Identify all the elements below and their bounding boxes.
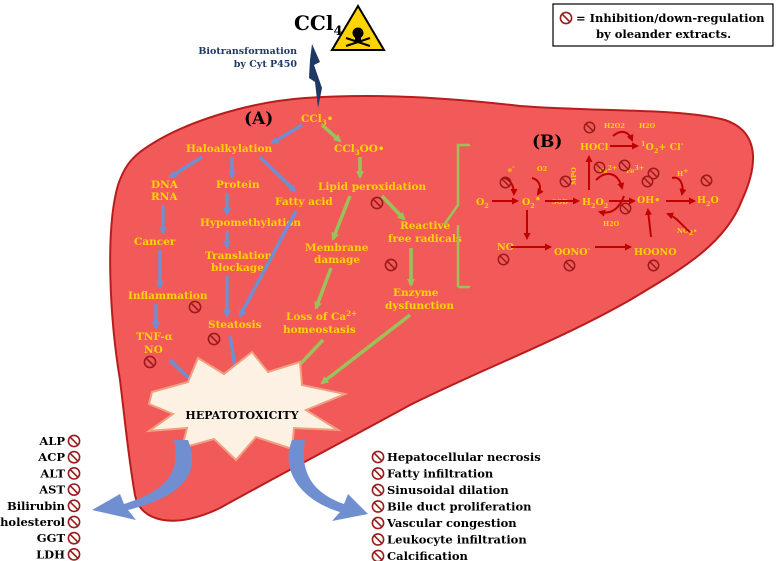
fatty-acid-label: Fatty acid xyxy=(275,196,333,208)
steatosis-label: Steatosis xyxy=(208,319,262,331)
no2-label: NO2• xyxy=(677,227,697,237)
inhibition-icon xyxy=(371,549,385,561)
histopathology-item: Hepatocellular necrosis xyxy=(387,450,541,464)
cancer-label: Cancer xyxy=(134,236,176,248)
inhibition-icon xyxy=(67,499,81,513)
inhibition-icon xyxy=(371,533,385,546)
inhibition-icon xyxy=(67,531,81,545)
hepatotoxicity-burst: HEPATOTOXICITY xyxy=(145,350,349,462)
histopathology-item: Calcification xyxy=(387,549,469,561)
no-label: NO xyxy=(144,344,163,356)
inhibition-icon xyxy=(67,483,81,497)
svg-text:by Cyt P450: by Cyt P450 xyxy=(234,59,298,70)
inflammation-label: Inflammation xyxy=(128,290,208,302)
inhibition-icon xyxy=(67,515,81,529)
loss-ca-label: Loss of Ca2+ xyxy=(286,309,357,323)
singlet-oxygen-node: 1O2+ Cl- xyxy=(641,140,684,155)
svg-text:Biotransformation: Biotransformation xyxy=(198,46,297,57)
inhibition-icon xyxy=(67,450,81,464)
free-radicals-label: free radicals xyxy=(388,233,462,245)
dna-label: DNA xyxy=(151,179,179,191)
protein-label: Protein xyxy=(216,179,260,191)
inhibition-icon xyxy=(371,500,385,513)
hazard-icon xyxy=(330,4,386,51)
biochemical-marker: Cholesterol xyxy=(0,515,66,529)
o2-node: O2 xyxy=(476,197,489,210)
tnf-alpha-label: TNF-α xyxy=(136,331,173,343)
biochemical-marker: ALP xyxy=(38,434,65,448)
reactive-label: Reactive xyxy=(400,220,451,232)
biochemical-marker: LDH xyxy=(36,547,65,561)
hoono-node: HOONO xyxy=(634,247,677,258)
biotransformation-label: Biotransformation by Cyt P450 xyxy=(198,46,297,70)
translation-label: Translation xyxy=(205,250,273,262)
ccl3oo-radical: CCl3OO• xyxy=(334,143,385,157)
enzyme-label: Enzyme xyxy=(393,287,439,299)
legend-box: = Inhibition/down-regulation by oleander… xyxy=(552,3,774,47)
peroxynitrite-node: OONO- xyxy=(554,245,591,258)
panel-a-label: (A) xyxy=(244,109,273,129)
biochemical-arrow xyxy=(92,440,193,520)
lightning-bolt-icon xyxy=(309,44,322,108)
electron-label: e- xyxy=(508,163,515,174)
svg-text:by oleander extracts.: by oleander extracts. xyxy=(596,27,731,41)
histopathology-item: Bile duct proliferation xyxy=(387,500,532,514)
water-node: H2O xyxy=(697,195,719,208)
svg-text:CCl4: CCl4 xyxy=(294,11,342,39)
histopathology-item: Sinusoidal dilation xyxy=(387,483,509,497)
inhibition-icon xyxy=(67,434,81,448)
blockage-label: blockage xyxy=(211,262,264,274)
fe3-label: Fe3+ xyxy=(626,164,644,175)
small-h2o2-label: H2O2 xyxy=(604,122,625,130)
ccl4-label: CCl4 xyxy=(294,11,342,39)
inhibition-icon xyxy=(371,450,385,464)
h2o2-node: H2O2 xyxy=(582,197,608,210)
rna-label: RNA xyxy=(151,191,178,203)
ros-arrows xyxy=(492,130,696,251)
small-h2o-label-a: H2O xyxy=(639,122,656,130)
inhibition-icon xyxy=(371,516,385,530)
superoxide-node: O2• xyxy=(522,194,541,210)
svg-text:HEPATOTOXICITY: HEPATOTOXICITY xyxy=(185,409,298,422)
inhibition-icon xyxy=(67,466,81,480)
membrane-label: Membrane xyxy=(305,242,369,254)
histopathology-item: Fatty infiltration xyxy=(387,467,494,481)
biochemical-marker: ACP xyxy=(37,450,65,464)
hypomethylation-label: Hypomethylation xyxy=(200,217,301,229)
biochemical-markers-list: ALP ACP ALT AST BilirubinCholesterolGGT LDH xyxy=(0,434,81,561)
biochemical-marker: Bilirubin xyxy=(7,499,66,513)
small-superoxide-label: O2 xyxy=(537,165,547,173)
histopathology-item: Leukocyte infiltration xyxy=(387,533,527,547)
inhibition-icon xyxy=(371,467,385,480)
nitric-oxide-node: NO xyxy=(497,242,514,253)
biochemical-marker: ALT xyxy=(39,466,65,480)
mpo-label: MPO xyxy=(570,167,578,185)
damage-label: damage xyxy=(314,254,360,266)
histopathology-item: Vascular congestion xyxy=(386,516,517,530)
h-plus-label: H+ xyxy=(677,167,689,178)
dysfunction-label: dysfunction xyxy=(385,300,454,312)
ccl3-radical: CCl3• xyxy=(301,113,333,127)
histopathology-arrow xyxy=(288,440,368,521)
homeostasis-label: homeostasis xyxy=(283,324,356,336)
svg-text:= Inhibition/down-regulation: = Inhibition/down-regulation xyxy=(576,11,765,25)
haloalkylation-label: Haloalkylation xyxy=(186,143,273,155)
hocl-node: HOCl xyxy=(580,142,609,153)
biochemical-marker: AST xyxy=(38,483,65,497)
panel-b-label: (B) xyxy=(532,132,562,152)
lipid-peroxidation-label: Lipid peroxidation xyxy=(318,181,426,193)
peroxidation-arrows xyxy=(288,123,470,385)
small-h2o-label-b: H2O xyxy=(603,220,620,228)
inhibition-icon xyxy=(67,548,81,561)
hydroxyl-node: OH• xyxy=(637,195,660,206)
biochemical-marker: GGT xyxy=(37,531,66,545)
inhibition-icon xyxy=(371,483,385,497)
